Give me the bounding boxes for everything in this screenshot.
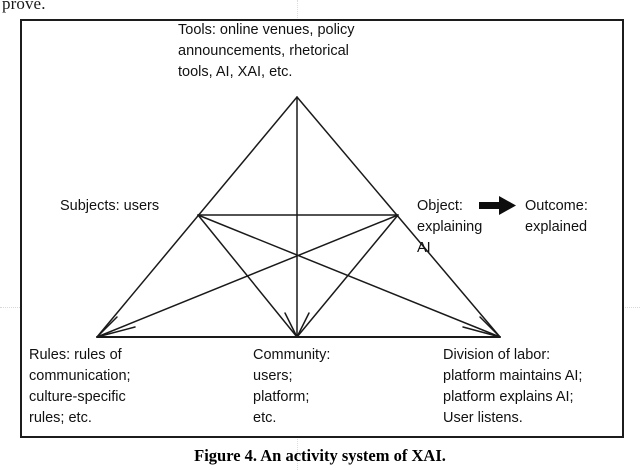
- node-label-object: Object: explaining AI: [417, 198, 483, 256]
- node-label-division-of-labor: Division of labor: platform maintains AI…: [443, 347, 583, 426]
- figure-caption: Figure 4. An activity system of XAI.: [194, 446, 446, 465]
- node-label-outcome: Outcome: explained: [525, 198, 588, 235]
- running-text-fragment: prove.: [2, 0, 46, 13]
- node-label-subjects: Subjects: users: [60, 198, 160, 214]
- node-label-rules: Rules: rules of communication; culture-s…: [29, 347, 131, 426]
- node-label-community: Community: users; platform; etc.: [253, 347, 331, 426]
- node-label-tools: Tools: online venues, policy announcemen…: [178, 22, 355, 80]
